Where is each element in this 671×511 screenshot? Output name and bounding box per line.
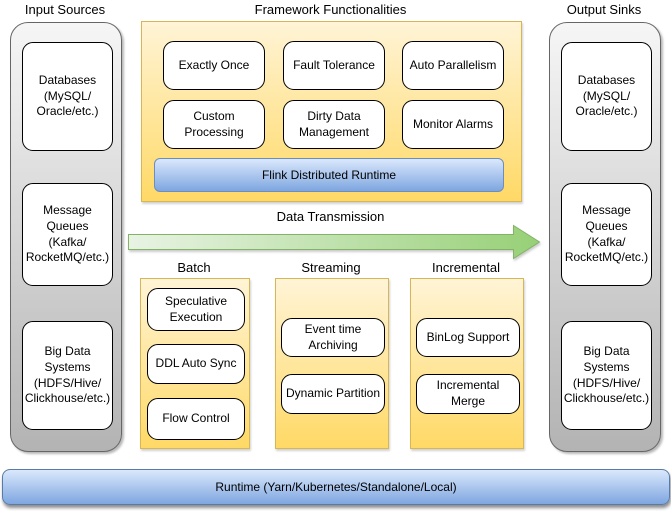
streaming-title: Streaming: [301, 260, 361, 275]
node-message-queues-output: Message Queues (Kafka/ RocketMQ/etc.): [561, 183, 652, 286]
input-sources-panel: Databases (MySQL/ Oracle/etc.) Message Q…: [10, 22, 122, 452]
node-flow-control: Flow Control: [147, 398, 245, 440]
node-big-data-systems-input: Big Data Systems (HDFS/Hive/ Clickhouse/…: [22, 321, 113, 430]
output-sinks-panel: Databases (MySQL/ Oracle/etc.) Message Q…: [549, 22, 661, 452]
data-transmission-arrow: [128, 224, 541, 260]
framework-title: Framework Functionalities: [254, 2, 407, 17]
batch-panel: Speculative Execution DDL Auto Sync Flow…: [140, 278, 250, 449]
node-exactly-once: Exactly Once: [163, 41, 265, 90]
node-monitor-alarms: Monitor Alarms: [402, 100, 504, 149]
node-auto-parallelism: Auto Parallelism: [402, 41, 504, 90]
node-dirty-data-management: Dirty Data Management: [283, 100, 385, 149]
data-transmission-label: Data Transmission: [276, 209, 385, 224]
output-sinks-title: Output Sinks: [566, 2, 642, 17]
node-incremental-merge: Incremental Merge: [416, 374, 520, 414]
node-fault-tolerance: Fault Tolerance: [283, 41, 385, 90]
node-event-time-archiving: Event time Archiving: [281, 318, 385, 357]
node-databases-input: Databases (MySQL/ Oracle/etc.): [22, 42, 113, 151]
node-ddl-auto-sync: DDL Auto Sync: [147, 344, 245, 384]
incremental-panel: BinLog Support Incremental Merge: [410, 278, 524, 449]
runtime-bar: Runtime (Yarn/Kubernetes/Standalone/Loca…: [2, 469, 670, 505]
batch-title: Batch: [177, 260, 211, 275]
streaming-panel: Event time Archiving Dynamic Partition: [275, 278, 389, 449]
flink-distributed-runtime-bar: Flink Distributed Runtime: [154, 158, 504, 192]
node-custom-processing: Custom Processing: [163, 100, 265, 149]
node-speculative-execution: Speculative Execution: [147, 288, 245, 331]
framework-panel: Exactly Once Fault Tolerance Auto Parall…: [141, 21, 522, 202]
node-binlog-support: BinLog Support: [416, 318, 520, 357]
node-dynamic-partition: Dynamic Partition: [281, 374, 385, 414]
incremental-title: Incremental: [432, 260, 500, 275]
input-sources-title: Input Sources: [24, 2, 106, 17]
node-databases-output: Databases (MySQL/ Oracle/etc.): [561, 42, 652, 151]
node-big-data-systems-output: Big Data Systems (HDFS/Hive/ Clickhouse/…: [561, 321, 652, 430]
node-message-queues-input: Message Queues (Kafka/ RocketMQ/etc.): [22, 183, 113, 286]
